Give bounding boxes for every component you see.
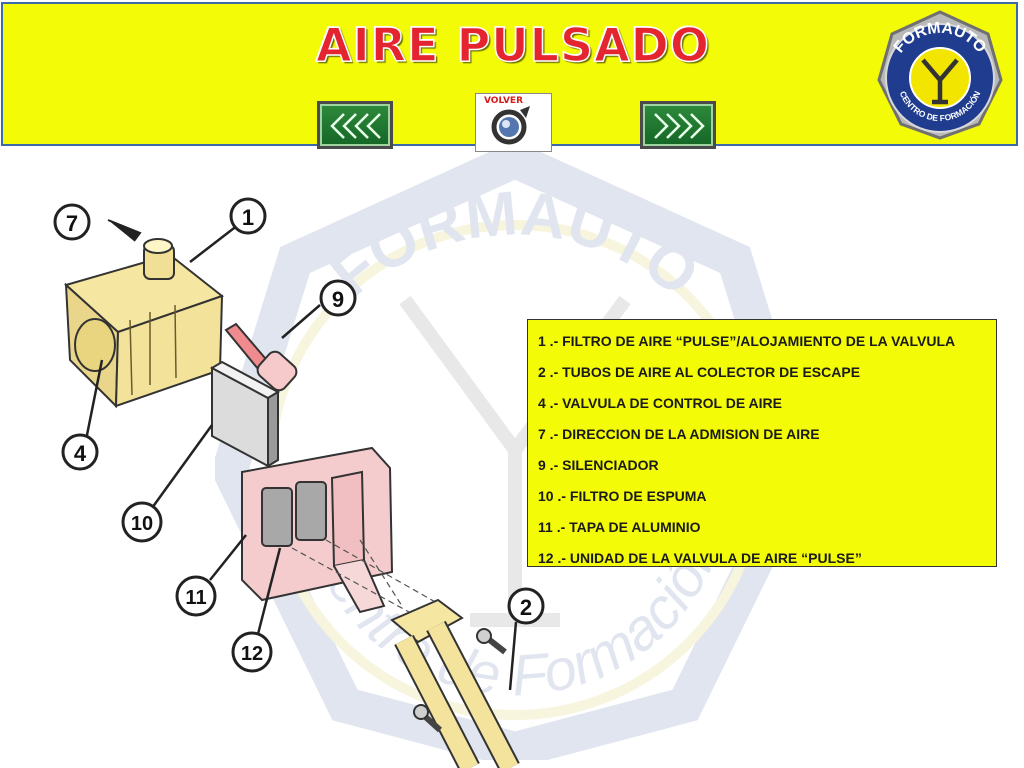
page-title: AIRE PULSADO xyxy=(315,17,710,73)
callout-10: 10 xyxy=(121,501,163,543)
callout-12-label: 12 xyxy=(241,643,263,665)
air-tubes-to-exhaust xyxy=(390,598,520,768)
callout-10-label: 10 xyxy=(131,513,153,535)
callout-2: 2 xyxy=(507,587,545,625)
callout-4: 4 xyxy=(61,433,99,471)
legend-item-11: 11 .- TAPA DE ALUMINIO xyxy=(538,519,701,535)
legend-item-12: 12 .- UNIDAD DE LA VALVULA DE AIRE “PULS… xyxy=(538,550,862,566)
exploded-diagram: 7 1 9 4 10 11 12 2 xyxy=(53,197,545,768)
silencer xyxy=(224,322,298,392)
legend-box: 1 .- FILTRO DE AIRE “PULSE”/ALOJAMIENTO … xyxy=(527,319,997,567)
callout-2-label: 2 xyxy=(520,595,532,620)
callout-9-label: 9 xyxy=(332,287,344,312)
legend-item-1: 1 .- FILTRO DE AIRE “PULSE”/ALOJAMIENTO … xyxy=(538,333,956,349)
legend-item-10: 10 .- FILTRO DE ESPUMA xyxy=(538,488,707,504)
callout-9: 9 xyxy=(319,279,357,317)
foam-filter xyxy=(209,360,281,468)
header-bar: AIRE PULSADO VOLVER FORMAUTO xyxy=(1,2,1018,152)
callout-1: 1 xyxy=(229,197,267,235)
volver-button[interactable]: VOLVER xyxy=(475,93,552,152)
forward-arrows-icon xyxy=(654,113,705,139)
legend-item-7: 7 .- DIRECCION DE LA ADMISION DE AIRE xyxy=(538,426,820,442)
legend-item-9: 9 .- SILENCIADOR xyxy=(538,457,659,473)
screw-upper xyxy=(476,628,507,655)
callout-4-label: 4 xyxy=(74,441,87,466)
callout-7-label: 7 xyxy=(66,211,78,236)
air-filter-housing xyxy=(63,238,225,409)
rewind-arrows-icon xyxy=(330,113,381,139)
callout-11: 11 xyxy=(175,575,217,617)
previous-slide-button[interactable] xyxy=(317,101,393,149)
callout-12: 12 xyxy=(231,631,273,673)
next-slide-button[interactable] xyxy=(640,101,716,149)
screw-lower xyxy=(413,704,443,733)
callout-11-label: 11 xyxy=(185,587,206,609)
legend-item-4: 4 .- VALVULA DE CONTROL DE AIRE xyxy=(538,395,782,411)
callout-1-label: 1 xyxy=(242,205,254,230)
formauto-logo: FORMAUTO CENTRO DE FORMACIÓN xyxy=(877,10,1003,140)
legend-item-2: 2 .- TUBOS DE AIRE AL COLECTOR DE ESCAPE xyxy=(538,364,861,380)
volver-label: VOLVER xyxy=(484,96,523,106)
return-icon xyxy=(491,106,530,145)
aluminium-cover xyxy=(241,446,394,614)
callout-7: 7 xyxy=(53,203,91,241)
